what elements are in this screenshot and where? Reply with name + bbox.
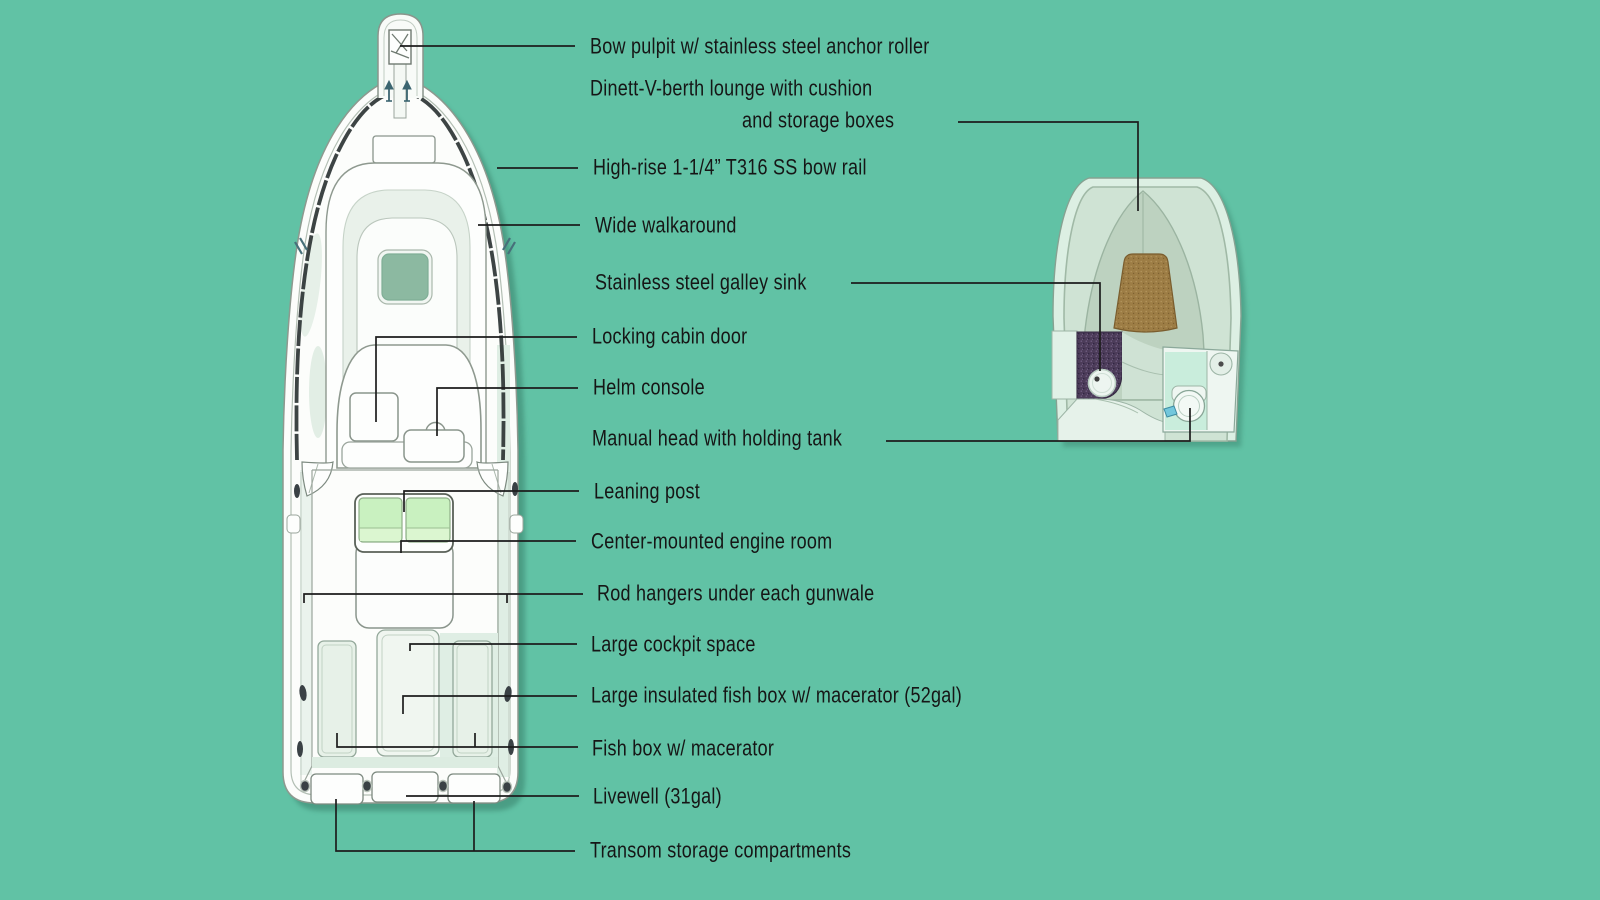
callout-engine-room: Center-mounted engine room xyxy=(591,528,833,554)
leader-manual-head xyxy=(886,408,1191,442)
leader-leaning-post xyxy=(403,490,579,512)
engine-room-hatch xyxy=(355,539,454,629)
callout-livewell: Livewell (31gal) xyxy=(593,783,722,809)
rod-holders xyxy=(294,482,518,794)
leader-helm-console xyxy=(436,387,578,436)
deck-tint xyxy=(309,346,327,438)
callout-cabin-door: Locking cabin door xyxy=(592,323,748,349)
callout-leaning-post: Leaning post xyxy=(594,478,700,504)
leader-transom-storage xyxy=(335,799,575,852)
top-view-illustration xyxy=(282,13,525,811)
hull-step-lines xyxy=(300,472,510,788)
cabin-door xyxy=(349,392,399,442)
walkaround-tint xyxy=(300,470,312,775)
callout-vberth-line2: and storage boxes xyxy=(742,107,895,133)
insulated-fish-box xyxy=(376,629,440,757)
leader-lines xyxy=(303,45,1191,852)
callout-transom-storage: Transom storage compartments xyxy=(590,837,852,863)
leader-rod-hangers xyxy=(303,593,583,603)
callout-fish-box: Fish box w/ macerator xyxy=(592,735,775,761)
galley-cabinet xyxy=(1051,330,1078,400)
flush-pump xyxy=(1163,405,1178,418)
callout-helm-console: Helm console xyxy=(593,374,705,400)
helm-console xyxy=(403,429,465,463)
leader-fish-box xyxy=(336,733,578,748)
starboard-cleat xyxy=(502,237,516,255)
starboard-fish-box xyxy=(452,640,493,758)
transom-compartment-right xyxy=(447,773,501,804)
leaning-post xyxy=(354,493,454,553)
v-berth-cushion xyxy=(1113,253,1178,333)
cockpit-floor-strip xyxy=(312,757,498,768)
callout-bow-rail: High-rise 1-1/4” T316 SS bow rail xyxy=(593,154,867,180)
walkaround-tint xyxy=(497,345,510,777)
leader-cockpit-space xyxy=(409,643,577,651)
callout-manual-head: Manual head with holding tank xyxy=(592,425,843,451)
bow-pulpit xyxy=(377,13,424,119)
port-gunwale-pocket xyxy=(286,514,301,534)
cabin-section-illustration xyxy=(1051,177,1246,447)
deck-tint xyxy=(300,233,322,337)
port-cleat xyxy=(294,237,308,255)
callout-vberth-line1: Dinett-V-berth lounge with cushion xyxy=(590,75,873,101)
sink-drain xyxy=(1094,376,1100,382)
foredeck-hatch xyxy=(372,135,436,164)
starboard-gunwale-pocket xyxy=(509,514,524,534)
leader-vberth xyxy=(958,121,1139,211)
transom-compartment-left xyxy=(310,773,364,805)
livewell-compartment xyxy=(371,771,439,803)
bow-cleat-arrows xyxy=(384,79,412,102)
leader-cabin-door xyxy=(375,336,577,422)
cabin-roof-hatch xyxy=(381,253,429,301)
callout-insulated-fish-box: Large insulated fish box w/ macerator (5… xyxy=(591,682,962,708)
callout-rod-hangers: Rod hangers under each gunwale xyxy=(597,580,875,606)
leader-engine-room xyxy=(400,540,576,553)
callout-cockpit-space: Large cockpit space xyxy=(591,631,756,657)
leader-insulated-fish-box xyxy=(402,695,577,714)
callout-walkaround: Wide walkaround xyxy=(595,212,737,238)
callout-galley-sink: Stainless steel galley sink xyxy=(595,269,807,295)
leader-galley-sink xyxy=(851,282,1101,371)
callout-bow-pulpit: Bow pulpit w/ stainless steel anchor rol… xyxy=(590,33,930,59)
companionway xyxy=(1122,332,1165,399)
